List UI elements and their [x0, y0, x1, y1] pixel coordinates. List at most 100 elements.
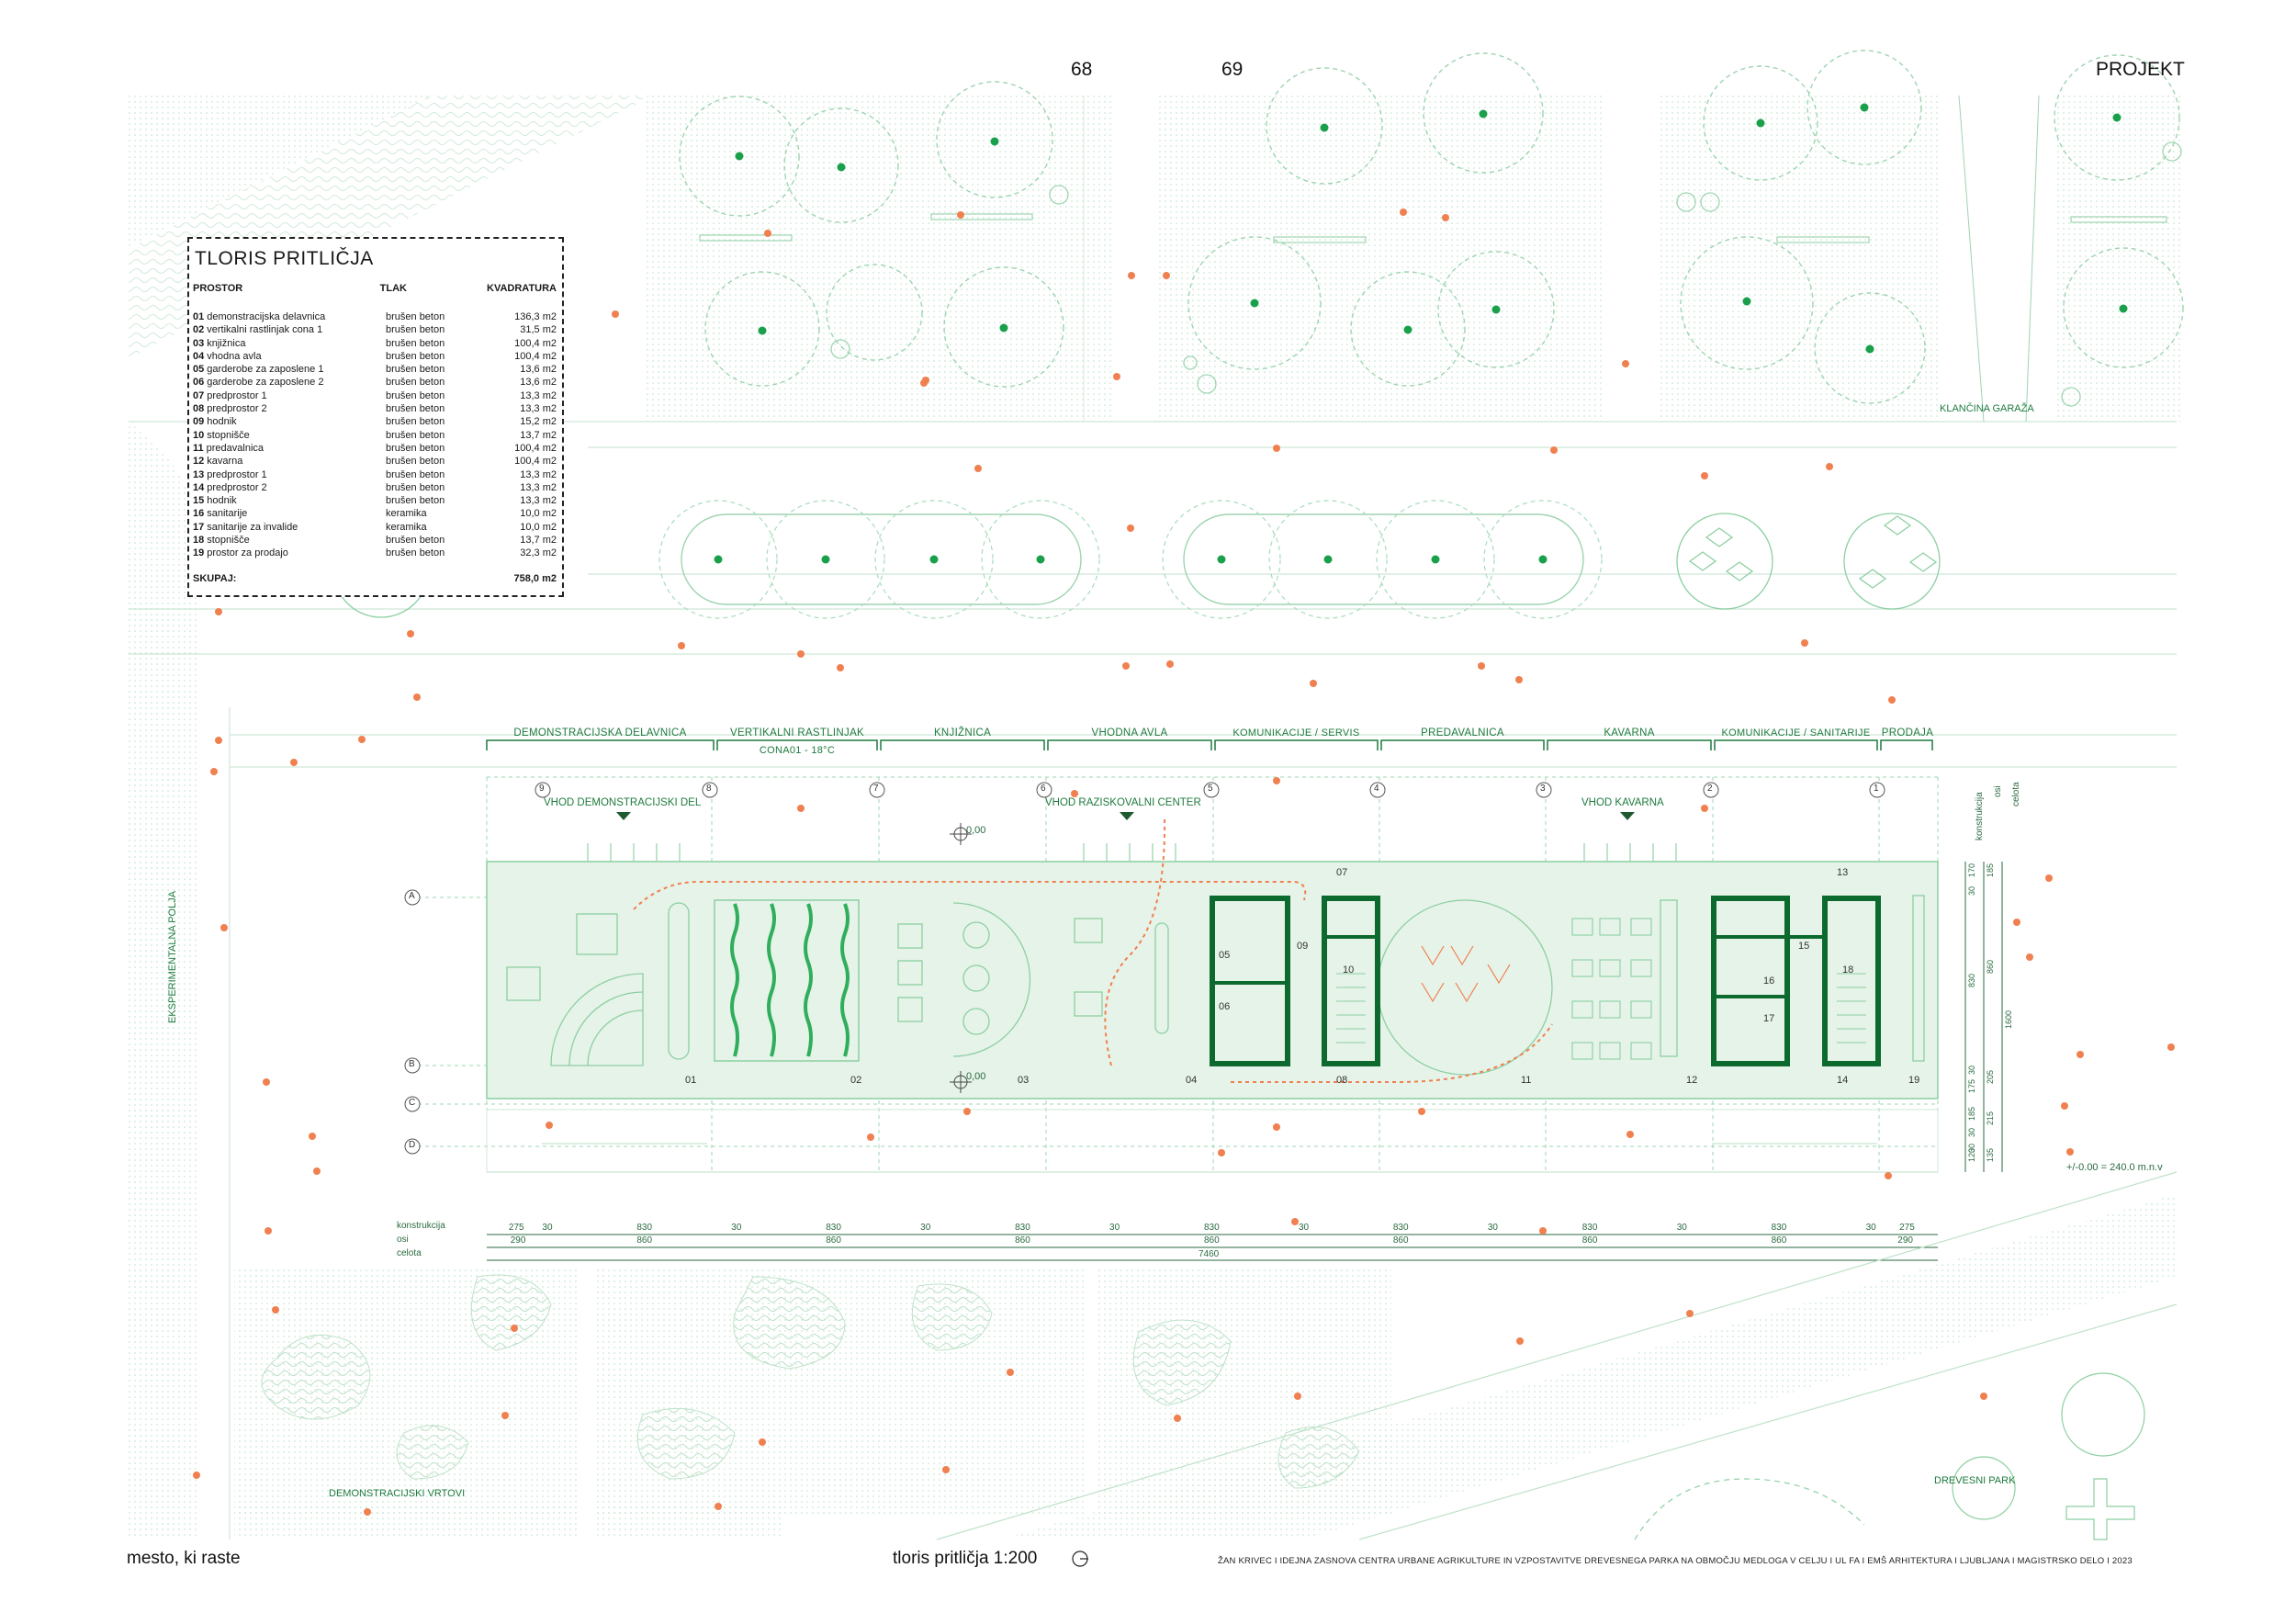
room-17: 17	[1763, 1013, 1775, 1024]
dim-value: 30	[1865, 1223, 1876, 1233]
dim-value: 30	[1487, 1223, 1498, 1233]
room-13: 13	[1837, 867, 1849, 878]
axis-6: 6	[1041, 784, 1046, 794]
vertical-dim-value: 30	[1967, 1065, 1976, 1075]
zone-label-library: KNJIŽNICA	[933, 727, 992, 739]
room-08: 08	[1336, 1075, 1348, 1086]
dim-value: 830	[1771, 1223, 1787, 1233]
dim-value: 275	[1899, 1223, 1915, 1233]
dim-value: 275	[508, 1223, 524, 1233]
entrance-workshop: VHOD DEMONSTRACIJSKI DEL	[544, 797, 702, 808]
room-05: 05	[1219, 950, 1231, 961]
vertical-dim-value: 830	[1967, 973, 1976, 987]
page-number-right: 69	[1221, 59, 1244, 80]
level-label-north: 0,00	[966, 825, 986, 836]
dim-row-label-total: celota	[397, 1248, 422, 1258]
room-15: 15	[1798, 941, 1810, 952]
tree-grove-1	[643, 96, 1111, 422]
room-schedule-legend: TLORIS PRITLIČJA PROSTOR TLAK KVADRATURA…	[187, 237, 564, 597]
section-title: PROJEKT	[2096, 59, 2185, 80]
footer-project-name: mesto, ki raste	[127, 1549, 241, 1568]
dim-value: 30	[1676, 1223, 1687, 1233]
vertical-dim-value: 185	[1986, 863, 1995, 877]
vertical-dim-value: 185	[1967, 1106, 1976, 1121]
footer-credit: ŽAN KRIVEC I IDEJNA ZASNOVA CENTRA URBAN…	[1218, 1556, 2133, 1566]
room-04: 04	[1186, 1075, 1198, 1086]
zone-label-greenhouse: VERTIKALNI RASTLINJAK	[729, 727, 865, 739]
dim-value: 830	[1015, 1223, 1030, 1233]
room-06: 06	[1219, 1001, 1231, 1012]
vertical-dim-value: 1600	[2004, 1009, 2013, 1029]
tree-grove-4	[2057, 96, 2180, 422]
zone-label-shop: PRODAJA	[1881, 727, 1934, 739]
axis-b: B	[409, 1059, 415, 1069]
room-18: 18	[1842, 964, 1854, 976]
vertical-dim-value: 170	[1967, 863, 1976, 877]
dim-value: 830	[1204, 1223, 1220, 1233]
dim-value: 830	[636, 1223, 653, 1233]
zone-label-workshop: DEMONSTRACIJSKA DELAVNICA	[513, 727, 687, 739]
vdim-label-construction: konstrukcija	[1975, 792, 1985, 840]
entrance-cafe: VHOD KAVARNA	[1581, 797, 1664, 808]
vertical-dim-value: 215	[1986, 1111, 1995, 1125]
vertical-dim-value: 30	[1967, 1127, 1976, 1137]
axis-5: 5	[1208, 784, 1213, 794]
level-note: +/-0.00 = 240.0 m.n.v	[2066, 1162, 2163, 1173]
dim-value: 830	[1392, 1223, 1409, 1233]
zone-label-cafe: KAVARNA	[1604, 727, 1655, 739]
entrance-research: VHOD RAZISKOVALNI CENTER	[1045, 797, 1201, 808]
axis-9: 9	[539, 784, 545, 794]
axis-8: 8	[706, 784, 712, 794]
north-arrow-icon	[1072, 1551, 1088, 1567]
label-experimental-fields: EKSPERIMENTALNA POLJA	[167, 890, 178, 1023]
label-garage-ramp: KLANČINA GARAŽA	[1940, 403, 2034, 414]
label-tree-park: DREVESNI PARK	[1934, 1475, 2016, 1486]
dim-value: 860	[1392, 1235, 1409, 1246]
room-02: 02	[850, 1075, 862, 1086]
dim-value: 860	[1015, 1235, 1030, 1246]
dim-value: 860	[1581, 1235, 1598, 1246]
dim-value: 860	[1771, 1235, 1787, 1246]
dim-row-label-construction: konstrukcija	[397, 1221, 445, 1231]
footer-drawing-title: tloris pritličja 1:200	[893, 1549, 1038, 1568]
dim-value: 30	[920, 1223, 931, 1233]
tree-grove-3	[1658, 96, 1938, 422]
level-label-south: 0,00	[966, 1071, 986, 1082]
vertical-dim-value: 860	[1986, 959, 1995, 974]
room-03: 03	[1018, 1075, 1030, 1086]
room-07: 07	[1336, 867, 1348, 878]
axis-a: A	[409, 891, 415, 901]
room-10: 10	[1343, 964, 1355, 976]
legend-total: SKUPAJ: 758,0 m2	[193, 572, 557, 584]
dim-value: 30	[1109, 1223, 1120, 1233]
zone-label-lecture-hall: PREDAVALNICA	[1421, 727, 1504, 739]
vertical-dim-value: 175	[1967, 1078, 1976, 1093]
tree-grove-2	[1155, 96, 1602, 422]
dim-value: 860	[826, 1235, 841, 1246]
dim-value: 290	[1897, 1235, 1913, 1246]
room-14: 14	[1837, 1075, 1849, 1086]
vertical-dim-value: 30	[1967, 1143, 1976, 1153]
axis-d: D	[409, 1140, 416, 1150]
room-09: 09	[1297, 941, 1309, 952]
label-demo-gardens: DEMONSTRACIJSKI VRTOVI	[329, 1488, 466, 1499]
